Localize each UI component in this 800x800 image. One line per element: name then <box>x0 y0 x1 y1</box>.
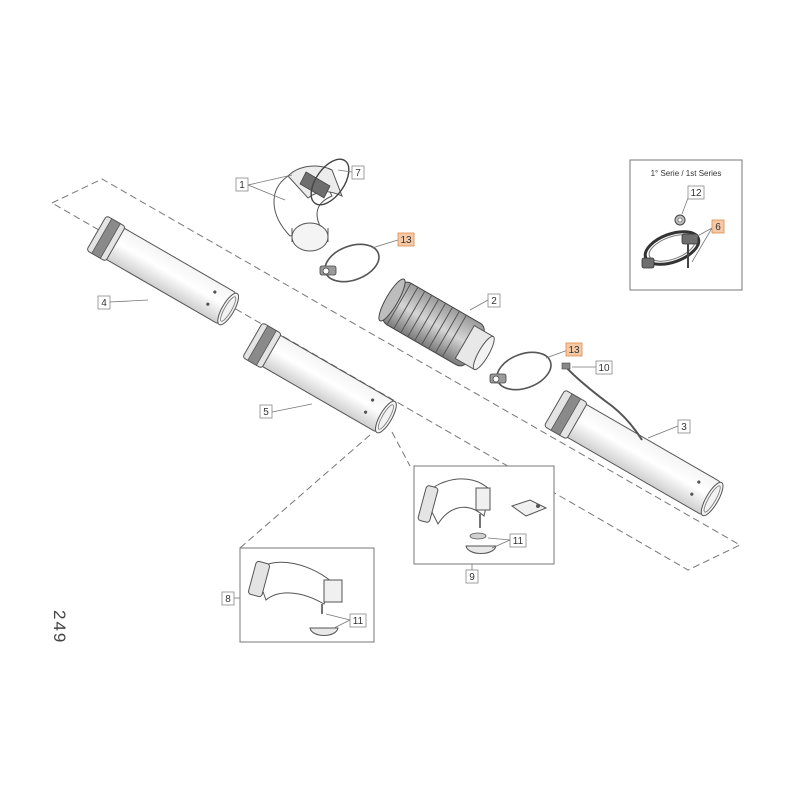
callout-4: 4 <box>97 295 111 310</box>
part-11-cap-b[interactable] <box>309 627 339 636</box>
svg-text:5: 5 <box>263 407 269 418</box>
svg-text:12: 12 <box>690 188 702 199</box>
svg-text:11: 11 <box>513 536 524 547</box>
subassembly-9 <box>413 465 555 565</box>
part-5-tube[interactable] <box>243 323 402 438</box>
part-4-tube[interactable] <box>87 216 244 330</box>
svg-text:13: 13 <box>568 345 580 356</box>
callout-7: 7 <box>351 165 365 180</box>
svg-text:2: 2 <box>491 296 497 307</box>
svg-text:8: 8 <box>225 594 231 605</box>
inset-title: 1° Serie / 1st Series <box>651 169 722 178</box>
page-number: 249 <box>50 610 69 644</box>
svg-text:7: 7 <box>355 168 361 179</box>
callout-1: 1 <box>235 177 249 192</box>
part-3-tube[interactable] <box>544 390 728 520</box>
part-6-clamp-assembly[interactable] <box>641 225 703 270</box>
callout-13-b: 13 <box>565 342 583 357</box>
callout-5: 5 <box>259 404 273 419</box>
callout-2: 2 <box>487 293 501 308</box>
leader-lines <box>109 169 679 439</box>
callout-6: 6 <box>711 219 725 234</box>
svg-text:11: 11 <box>353 616 364 627</box>
callout-12: 12 <box>687 185 705 200</box>
part-13-clamp-a[interactable] <box>319 237 384 288</box>
part-9-deflector[interactable] <box>417 478 548 528</box>
callout-8: 8 <box>221 591 240 606</box>
svg-text:9: 9 <box>469 572 475 583</box>
svg-text:6: 6 <box>715 222 721 233</box>
part-10-cable-tie[interactable] <box>561 362 643 441</box>
assembly-links <box>239 431 411 549</box>
subassembly-8 <box>239 547 375 643</box>
callout-3: 3 <box>677 419 691 434</box>
assembly-outline <box>50 178 742 571</box>
svg-text:13: 13 <box>400 235 412 246</box>
part-1-elbow[interactable] <box>273 165 343 252</box>
svg-text:3: 3 <box>681 422 687 433</box>
part-7-oring[interactable] <box>304 153 357 212</box>
part-8-deflector[interactable] <box>248 560 343 614</box>
callout-11-a: 11 <box>509 533 527 548</box>
callout-13-a: 13 <box>397 232 415 247</box>
callout-11-b: 11 <box>349 613 367 628</box>
callout-9: 9 <box>465 564 479 584</box>
part-12-nut[interactable] <box>674 214 686 226</box>
part-2-bellows[interactable] <box>375 276 500 376</box>
part-11-cap-a[interactable] <box>465 532 497 554</box>
svg-text:1: 1 <box>239 180 245 191</box>
svg-text:10: 10 <box>598 363 610 374</box>
part-13-clamp-b[interactable] <box>489 345 556 396</box>
svg-text:4: 4 <box>101 298 107 309</box>
inset-first-series: 1° Serie / 1st Series <box>629 159 743 291</box>
callout-10: 10 <box>595 360 613 375</box>
